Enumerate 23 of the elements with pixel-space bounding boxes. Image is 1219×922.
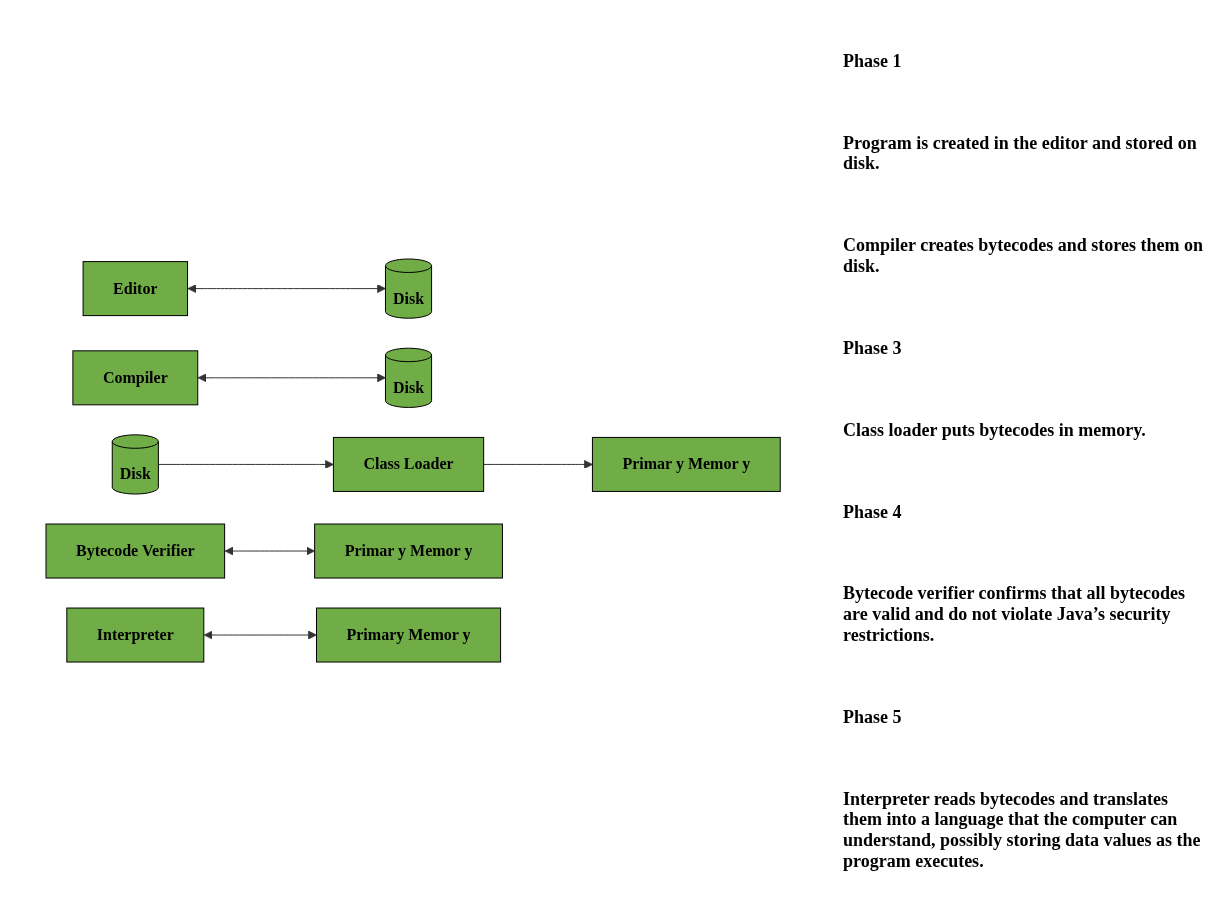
arrow <box>225 547 316 556</box>
node-box: Primar y Memor y <box>592 437 782 493</box>
note-text: Phase 4 <box>843 501 903 523</box>
note-text: Phase 1 <box>843 50 903 72</box>
node-box: Compiler <box>72 350 199 406</box>
note-text: Phase 5 <box>843 706 903 728</box>
arrow <box>187 284 387 294</box>
arrow <box>158 460 335 470</box>
node-box: Primar y Memor y <box>314 524 504 579</box>
note-text: Class loader puts bytecodes in memory. <box>843 419 1147 441</box>
note-text: Interpreter reads bytecodes and translates them into a language that the computer can understand, possibly storing data values as the program executes. <box>843 788 1202 872</box>
note-text: Bytecode verifier confirms that all bytecodes are valid and do not violate Java’s security restrictions. <box>843 583 1187 646</box>
node-box: Editor <box>82 261 189 317</box>
note-text: Compiler creates bytecodes and stores them on disk. <box>843 235 1203 277</box>
arrow <box>483 460 594 470</box>
node-box: Interpreter <box>66 608 205 663</box>
note-text: Phase 3 <box>843 337 903 359</box>
node-box: Class Loader <box>333 437 485 493</box>
node-box: Bytecode Verifier <box>45 524 226 579</box>
arrow <box>198 373 387 383</box>
arrow <box>204 631 318 640</box>
node-box: Primary Memor y <box>316 608 502 663</box>
note-text: Program is created in the editor and stored on disk. <box>843 132 1198 174</box>
